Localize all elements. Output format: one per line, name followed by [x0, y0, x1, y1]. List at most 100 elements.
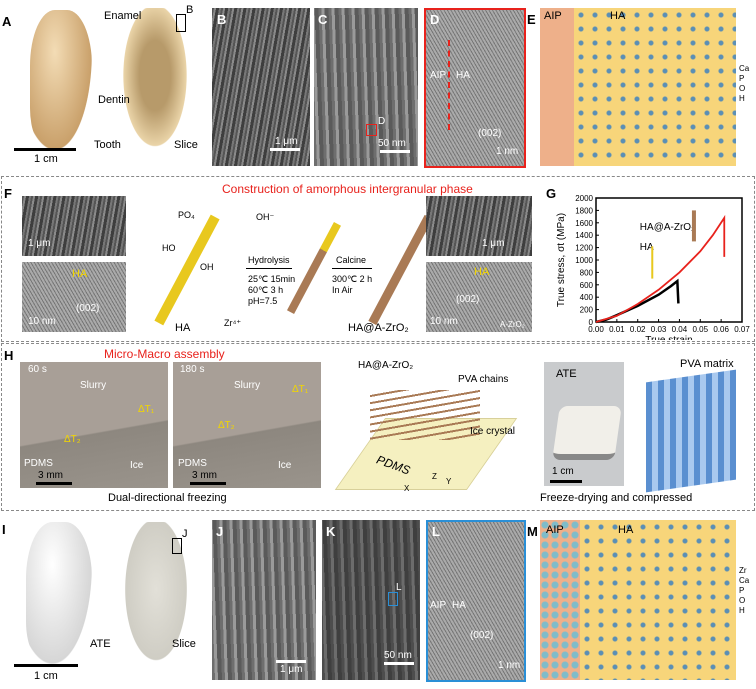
slice-label: Slice — [174, 139, 198, 151]
scale-bar — [270, 148, 300, 151]
sem-image-b — [212, 8, 310, 166]
condition: 25℃ 15min — [248, 274, 296, 284]
ha-label: HA — [474, 266, 490, 278]
ha-label: HA — [610, 10, 626, 22]
scale-bar — [14, 148, 76, 151]
y-tick-label: 1200 — [575, 244, 593, 253]
legend-item: O — [739, 596, 746, 605]
dt2-label: ΔT₂ — [64, 434, 81, 445]
po4-label: PO₄ — [178, 210, 195, 220]
panel-label-c: C — [318, 12, 328, 27]
ate-label: ATE — [556, 368, 577, 380]
scale-label: 1 μm — [280, 664, 303, 675]
scale-bar — [36, 482, 72, 485]
region-box-b — [176, 14, 186, 32]
condition: 60℃ 3 h — [248, 285, 284, 295]
x-tick-label: 0.04 — [672, 325, 688, 334]
x-tick-label: 0.07 — [734, 325, 750, 334]
rods-assembly — [370, 390, 480, 440]
scale-bar — [190, 482, 226, 485]
ate-slice-photo — [120, 522, 192, 672]
legend-ha-azro2-rod — [691, 210, 696, 242]
arrow-calcine — [332, 268, 372, 269]
y-tick-label: 1800 — [575, 206, 593, 215]
panel-label-g: G — [546, 186, 557, 201]
scale-label: 1 nm — [496, 146, 519, 157]
legend-item: P — [739, 74, 745, 83]
pva-chains-label: PVA chains — [458, 374, 509, 385]
scale-bar — [276, 660, 306, 663]
ice-label: Ice — [130, 460, 144, 471]
slice-label: Slice — [172, 638, 196, 650]
legend-item: O — [739, 84, 746, 93]
calcine-conditions: 300℃ 2 h In Air — [332, 274, 372, 296]
freezing-photo-180s — [173, 362, 321, 488]
hydroxide-label: OH⁻ — [256, 212, 275, 222]
legend-item: Ca — [739, 576, 750, 585]
box-label: D — [378, 116, 386, 127]
tem-image-f-right — [426, 262, 532, 332]
scale-label: 1 cm — [34, 153, 58, 165]
legend-ha: HA — [640, 242, 654, 253]
axis-x: X — [404, 484, 410, 493]
y-tick-label: 1400 — [575, 231, 593, 240]
plane-label: (002) — [478, 128, 502, 139]
panel-label-d: D — [430, 12, 440, 27]
scale-label: 50 nm — [384, 650, 412, 661]
legend-item: H — [739, 606, 745, 615]
product-caption: HA@A-ZrO₂ — [348, 322, 409, 334]
panel-label-k: K — [326, 524, 336, 539]
ha-label: HA — [456, 70, 470, 81]
scale-label: 1 μm — [28, 238, 51, 249]
scale-label: 1 μm — [482, 238, 505, 249]
dt2-label: ΔT₂ — [218, 420, 235, 431]
x-tick-label: 0.06 — [713, 325, 729, 334]
ate-sample — [552, 406, 622, 460]
scale-label: 3 mm — [192, 470, 217, 481]
slurry-label: Slurry — [80, 380, 107, 391]
tooth-label: Tooth — [94, 139, 121, 151]
panel-label-m: M — [527, 524, 538, 539]
arrow-hydrolysis — [246, 268, 292, 269]
tem-image-d — [424, 8, 526, 168]
plot-frame — [595, 197, 743, 323]
series-line-ha-azro2 — [595, 214, 726, 323]
legend-item: H — [739, 94, 745, 103]
scale-label: 10 nm — [430, 316, 458, 327]
x-tick-label: 0.03 — [651, 325, 667, 334]
enamel-label: Enamel — [104, 10, 142, 22]
aip-region — [540, 520, 580, 680]
scale-label: 1 nm — [498, 660, 521, 671]
sem-image-f-right — [426, 196, 532, 256]
ha-label: HA — [618, 524, 634, 536]
caption: Freeze-drying and compressed — [540, 492, 693, 504]
panel-label-i: I — [2, 522, 6, 537]
ice-label: Ice — [278, 460, 292, 471]
region-box-j — [172, 538, 182, 554]
panel-label-e: E — [527, 12, 536, 27]
oh-label: OH — [200, 262, 214, 272]
aip-label: AIP — [544, 10, 562, 22]
hydrolysis-label: Hydrolysis — [248, 255, 290, 265]
y-tick-label: 1000 — [575, 256, 593, 265]
panel-frame-h — [1, 343, 755, 511]
freezing-photo-60s — [20, 362, 168, 488]
legend-ha-rod — [651, 246, 654, 279]
panel-label-j: J — [216, 524, 224, 539]
y-tick-label: 2000 — [575, 194, 593, 203]
series-line-ha — [595, 278, 680, 324]
region-box-l — [388, 592, 398, 606]
sem-image-k — [322, 520, 420, 680]
scale-label: 50 nm — [378, 138, 406, 149]
region-box-d — [366, 124, 377, 136]
scale-bar — [380, 150, 410, 153]
scale-bar — [550, 480, 582, 483]
tem-image-f-left — [22, 262, 126, 332]
pdms-label: PDMS — [24, 458, 53, 469]
ice-crystal-label: Ice crystal — [470, 426, 516, 437]
aip-label: AIP — [546, 524, 564, 536]
x-tick-label: 0.00 — [588, 325, 604, 334]
aip-label: AIP — [430, 70, 447, 81]
legend-item: Ca — [739, 64, 750, 73]
x-tick-label: 0.05 — [692, 325, 708, 334]
